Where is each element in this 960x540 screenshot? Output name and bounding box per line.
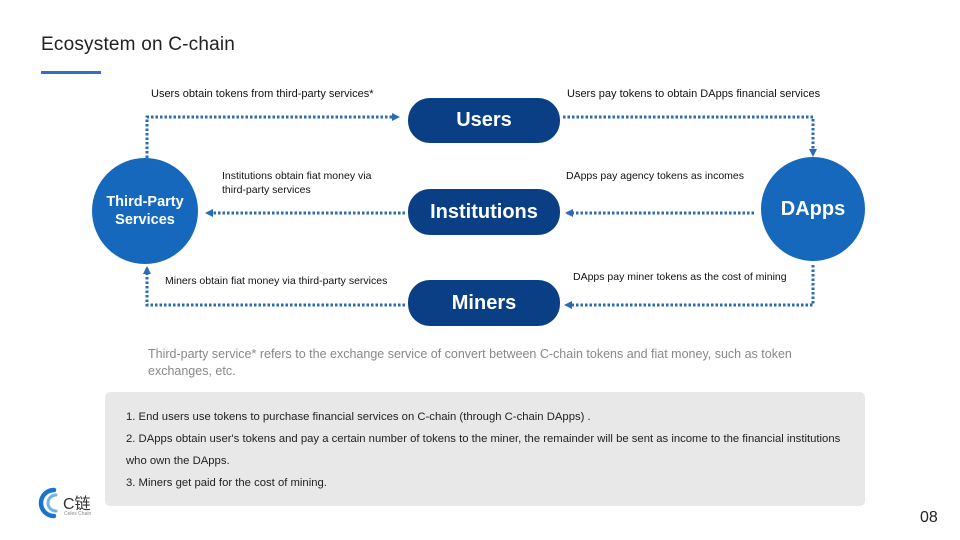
slide-title: Ecosystem on C-chain bbox=[41, 34, 236, 55]
logo-text: C链 bbox=[63, 496, 91, 513]
edge-dapps-to-miners bbox=[564, 265, 815, 309]
edge-tp-to-users bbox=[145, 113, 400, 158]
note-item: 3. Miners get paid for the cost of minin… bbox=[126, 477, 327, 489]
edge-miners-to-tp bbox=[143, 266, 405, 307]
notes-box: 1. End users use tokens to purchase fina… bbox=[105, 392, 865, 506]
edge-users-to-dapps bbox=[563, 115, 817, 157]
node-users: Users bbox=[408, 98, 560, 143]
note-item: 2. DApps obtain user's tokens and pay a … bbox=[126, 433, 841, 467]
edge-label-dapps-to-miners: DApps pay miner tokens as the cost of mi… bbox=[573, 271, 787, 283]
logo-icon bbox=[38, 487, 58, 519]
edge-label-users-to-dapps: Users pay tokens to obtain DApps financi… bbox=[567, 88, 821, 100]
node-miners: Miners bbox=[408, 280, 560, 326]
node-dapps: DApps bbox=[761, 157, 865, 261]
page-number: 08 bbox=[920, 509, 938, 526]
edge-label-institutions-to-tp: Institutions obtain fiat money via third… bbox=[222, 170, 372, 196]
node-institutions: Institutions bbox=[408, 189, 560, 235]
title-underline bbox=[41, 71, 101, 74]
edge-label-dapps-to-institutions: DApps pay agency tokens as incomes bbox=[566, 170, 745, 182]
footnote: Third-party service* refers to the excha… bbox=[148, 347, 792, 378]
edge-label-miners-to-tp: Miners obtain fiat money via third-party… bbox=[165, 275, 388, 287]
logo-subtext: Celes Chain bbox=[64, 511, 92, 517]
node-third-party: Third-Party Services bbox=[92, 158, 198, 264]
edge-label-tp-to-users: Users obtain tokens from third-party ser… bbox=[151, 88, 374, 100]
note-item: 1. End users use tokens to purchase fina… bbox=[126, 411, 591, 423]
node-third-party-label: Third-Party Services bbox=[106, 194, 184, 228]
